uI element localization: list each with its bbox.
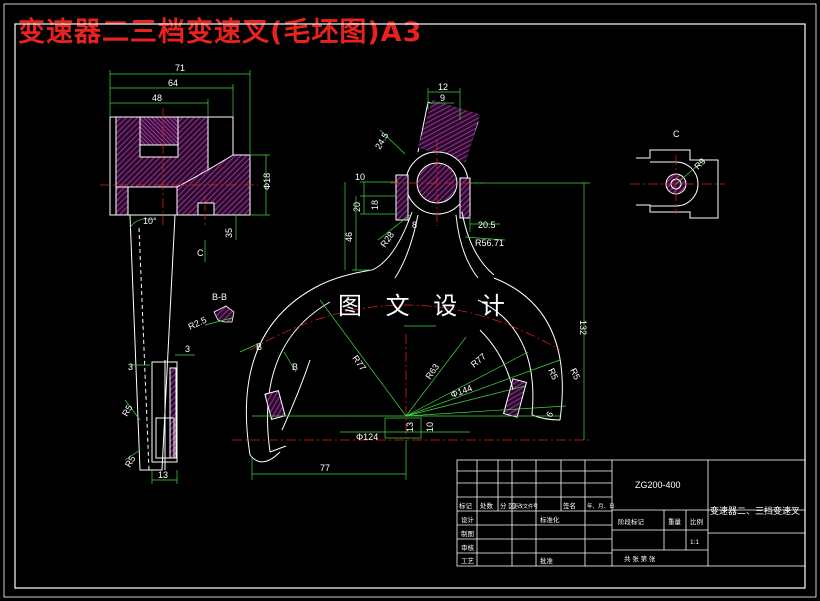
tb-part-name: 变速器二、三挡变速叉 xyxy=(710,505,800,516)
dim-20: 20 xyxy=(352,202,362,212)
tb-drawing: 制图 xyxy=(461,529,474,538)
view-c-title: C xyxy=(673,129,680,139)
section-bb-label: B-B xyxy=(212,292,227,302)
dim-r9: R9 xyxy=(692,156,707,171)
view-c xyxy=(630,149,725,219)
tb-material: ZG200-400 xyxy=(635,480,681,490)
tb-approve: 批准 xyxy=(540,556,554,565)
dim-8: 8 xyxy=(412,220,417,230)
dim-132: 132 xyxy=(578,320,588,335)
tb-col-zone: 分 区 xyxy=(500,501,515,510)
dim-r5a: R5 xyxy=(120,403,134,418)
watermark: 图 文 设 计 xyxy=(338,292,513,320)
view-c-label: C xyxy=(197,248,204,258)
front-view-dims xyxy=(239,88,590,480)
title-block xyxy=(456,459,806,567)
tb-process: 工艺 xyxy=(461,557,475,565)
dim-64: 64 xyxy=(168,78,178,88)
dim-phi124: Φ124 xyxy=(356,432,378,442)
side-view xyxy=(109,116,251,471)
dim-9: 9 xyxy=(440,93,445,103)
dim-3a: 3 xyxy=(128,362,133,372)
dim-48: 48 xyxy=(152,93,162,103)
dim-35: 35 xyxy=(224,228,234,238)
dim-6: 6 xyxy=(544,410,555,419)
front-view xyxy=(245,99,563,463)
tb-col-mark: 标记 xyxy=(459,501,473,510)
dim-18: 18 xyxy=(370,200,380,210)
dim-r5d: R5 xyxy=(568,367,582,382)
tb-weight: 重量 xyxy=(668,518,682,526)
dim-r28: R28 xyxy=(378,230,396,249)
side-view-dim-text: 71 64 48 Φ18 35 10° C 3 3 13 R5 R5 xyxy=(120,63,272,480)
dim-phi18: Φ18 xyxy=(262,173,272,190)
tb-design: 设计 xyxy=(461,515,475,524)
section-mark-b2: B xyxy=(292,362,298,372)
dim-r2-5: R2.5 xyxy=(187,315,208,332)
tb-scale: 1:1 xyxy=(690,539,699,546)
dim-13b: 13 xyxy=(405,422,415,432)
dim-r77a: R77 xyxy=(350,353,368,372)
dim-10deg: 10° xyxy=(143,216,157,226)
dim-r5b: R5 xyxy=(123,454,137,469)
dim-77: 77 xyxy=(320,463,330,473)
side-view-dims xyxy=(109,70,270,484)
dim-10: 10 xyxy=(355,172,365,182)
tb-stage-mark: 阶段标记 xyxy=(618,517,645,526)
dim-phi144: Φ144 xyxy=(449,383,473,400)
tb-col-change: 更改文件号 xyxy=(513,503,538,510)
tb-sheets: 共 张 第 张 xyxy=(624,554,656,563)
tb-col-count: 处数 xyxy=(480,501,494,510)
front-view-centerlines xyxy=(232,140,590,441)
tb-standard: 标准化 xyxy=(540,515,560,524)
drawing-border xyxy=(3,3,817,598)
tb-scale-label: 比例 xyxy=(690,517,703,526)
section-mark-b1: B xyxy=(256,342,262,352)
tb-col-date: 年、月、日 xyxy=(587,502,615,510)
dim-10b: 10 xyxy=(425,422,435,432)
drawing-title: 变速器二三档变速叉(毛坯图)A3 xyxy=(18,17,423,48)
dim-r77b: R77 xyxy=(469,351,488,369)
dim-12: 12 xyxy=(438,82,448,92)
tb-col-sign: 签名 xyxy=(563,501,576,510)
dim-3b: 3 xyxy=(185,344,190,354)
dim-20-5: 20.5 xyxy=(478,220,496,230)
section-bb: B-B R2.5 xyxy=(187,292,235,332)
dim-24-5: 24.5 xyxy=(373,131,390,151)
dim-r5c: R5 xyxy=(546,367,560,382)
dim-13: 13 xyxy=(158,470,168,480)
side-view-centerlines xyxy=(100,108,258,225)
tb-check: 审核 xyxy=(461,543,475,552)
dim-r63: R63 xyxy=(423,362,441,381)
dim-46: 46 xyxy=(344,232,354,242)
title-block-text: 标记 处数 分 区 更改文件号 签名 年、月、日 设计 标准化 制图 审核 工艺… xyxy=(459,480,800,565)
dim-r56-71: R56.71 xyxy=(475,238,504,248)
dim-71: 71 xyxy=(175,63,185,73)
